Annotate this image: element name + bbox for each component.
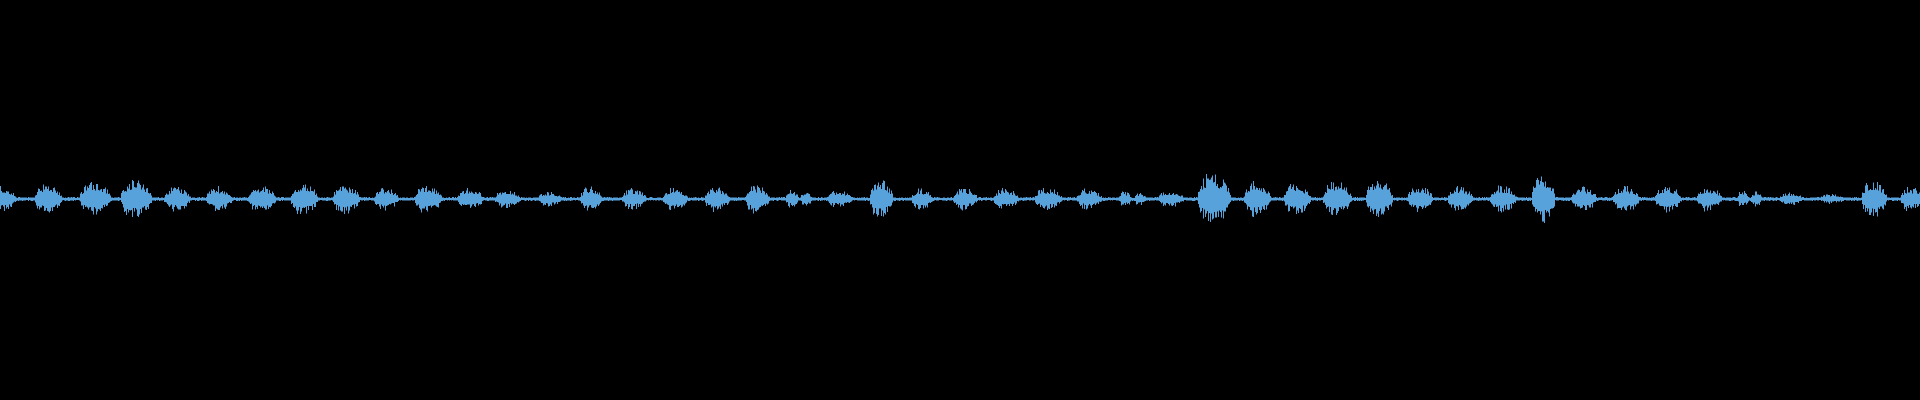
waveform-path (0, 174, 1920, 224)
